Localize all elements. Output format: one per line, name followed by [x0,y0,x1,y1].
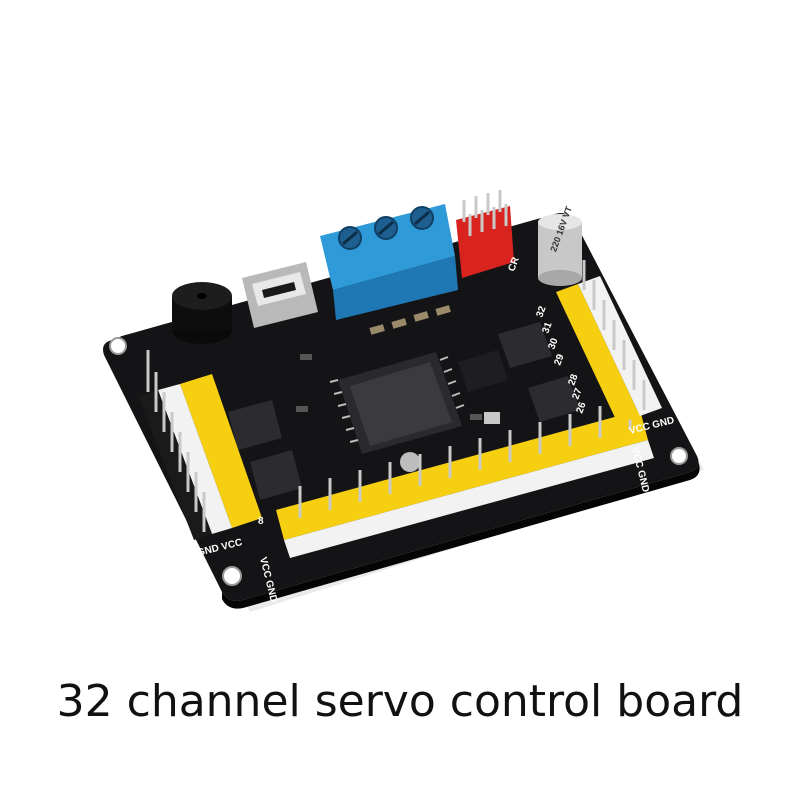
red-jumper-header [456,190,514,278]
bottom-servo-headers [276,398,654,558]
capacitor: 220 16V VT [538,204,582,286]
label-channel-30: 30 [546,336,560,351]
label-channel-29: 29 [552,352,566,367]
usb-c-port [242,262,318,328]
label-channel-32: 32 [534,304,548,319]
label-channel-26: 26 [574,400,588,415]
label-cr: CR [506,255,522,273]
label-channel-27: 27 [570,386,584,401]
driver-chips [228,322,580,500]
buzzer [172,282,232,344]
label-channel-8: 8 [258,516,264,527]
servo-board-photo: 220 16V VT [103,190,704,612]
pcb-edge [222,456,700,609]
label-channel-28: 28 [566,372,580,387]
label-channel-31: 31 [540,320,554,335]
right-servo-headers [556,260,662,424]
main-mcu-chip [329,352,465,454]
smd-components [296,305,500,472]
left-servo-headers [138,350,262,540]
product-caption: 32 channel servo control board [56,676,744,727]
terminal-block [320,204,458,320]
